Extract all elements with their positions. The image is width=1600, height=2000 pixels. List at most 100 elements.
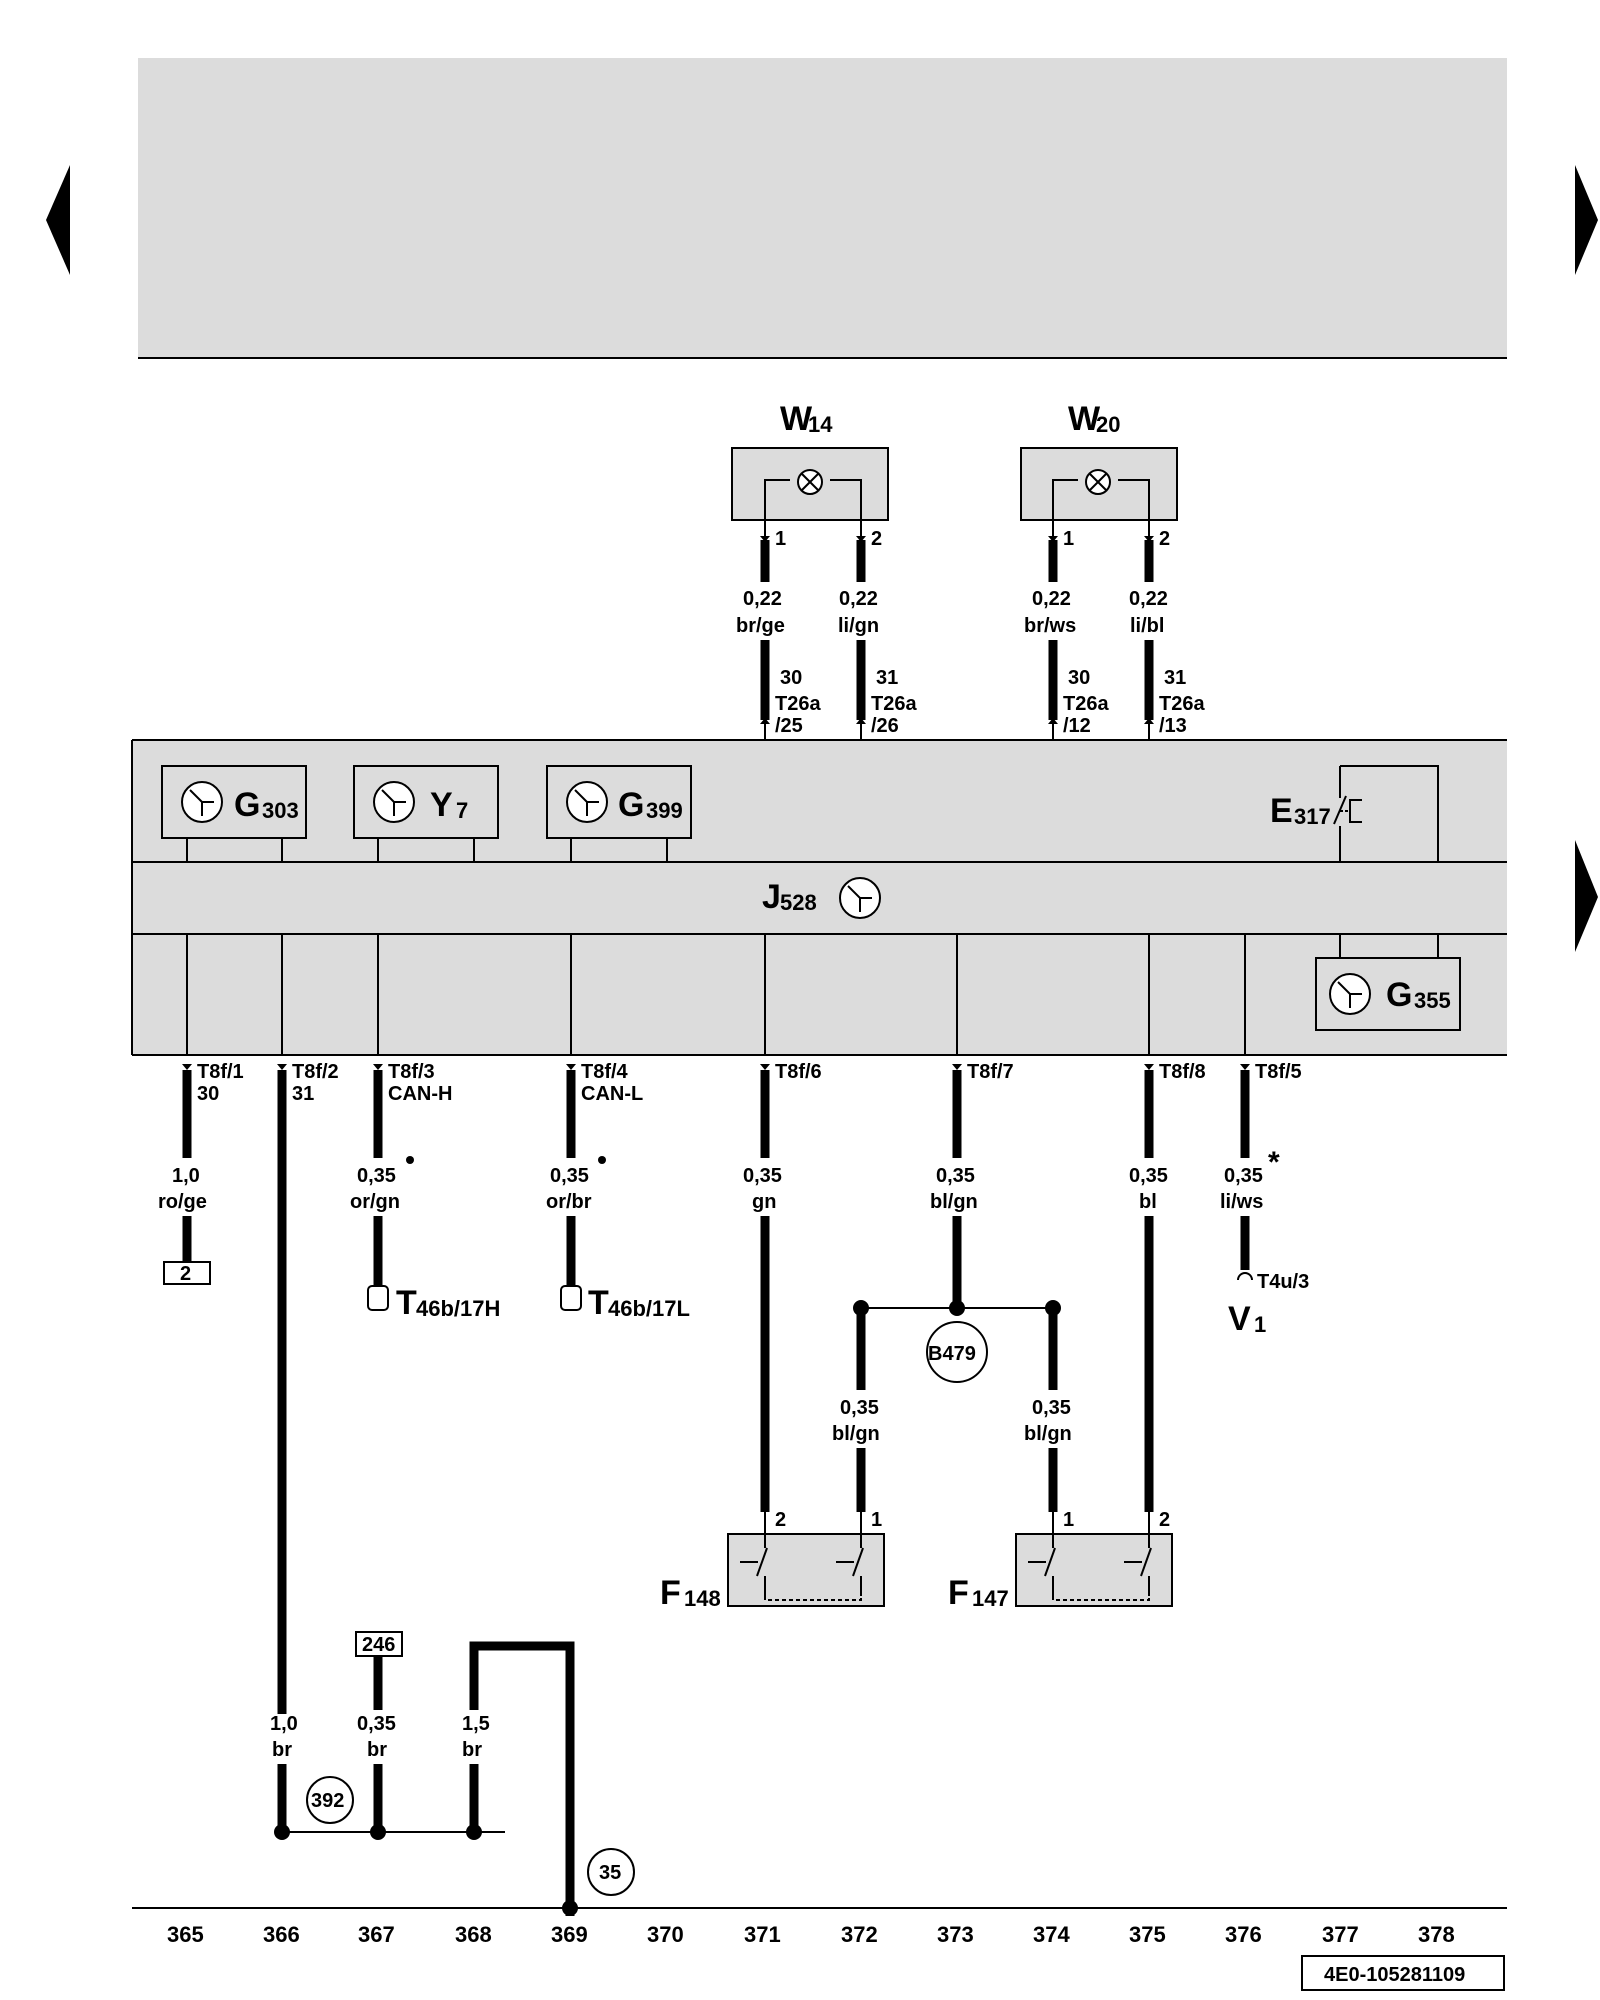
svg-text:1,5: 1,5	[462, 1713, 490, 1735]
svg-text:0,35: 0,35	[550, 1165, 589, 1187]
component-W20: W 20	[1020, 400, 1178, 521]
svg-text:0,22: 0,22	[1129, 588, 1168, 610]
svg-text:1: 1	[1063, 528, 1074, 550]
svg-text:1: 1	[775, 528, 786, 550]
switch-F148: 2 1 F 148	[660, 1509, 885, 1612]
f148-number: 148	[684, 1586, 721, 1611]
svg-text:0,35: 0,35	[743, 1165, 782, 1187]
svg-text:T8f/2: T8f/2	[292, 1061, 339, 1083]
svg-text:377: 377	[1322, 1922, 1359, 1947]
svg-text:367: 367	[358, 1922, 395, 1947]
svg-text:ro/ge: ro/ge	[158, 1191, 207, 1213]
svg-text:*: *	[1268, 1146, 1280, 1179]
svg-text:30: 30	[780, 667, 802, 689]
svg-text:T8f/5: T8f/5	[1255, 1061, 1302, 1083]
g399-number: 399	[646, 798, 683, 823]
triangle-right-icon[interactable]	[1575, 840, 1598, 952]
svg-text:1,0: 1,0	[172, 1165, 200, 1187]
svg-text:1,0: 1,0	[270, 1713, 298, 1735]
g355-letter: G	[1386, 976, 1412, 1014]
t46b-17l-number: 46b/17L	[608, 1296, 690, 1321]
svg-text:T8f/1: T8f/1	[197, 1061, 244, 1083]
w20-letter: W	[1068, 400, 1101, 438]
svg-text:br: br	[367, 1739, 387, 1761]
svg-text:gn: gn	[752, 1191, 776, 1213]
svg-text:or/gn: or/gn	[350, 1191, 400, 1213]
svg-text:1: 1	[871, 1509, 882, 1531]
svg-text:372: 372	[841, 1922, 878, 1947]
svg-text:br: br	[462, 1739, 482, 1761]
svg-text:0,35: 0,35	[840, 1397, 879, 1419]
svg-text:371: 371	[744, 1922, 781, 1947]
e317-letter: E	[1270, 792, 1293, 830]
svg-text:0,22: 0,22	[743, 588, 782, 610]
svg-text:369: 369	[551, 1922, 588, 1947]
svg-text:31: 31	[876, 667, 898, 689]
svg-text:2: 2	[1159, 528, 1170, 550]
svg-text:T26a: T26a	[1063, 693, 1109, 715]
door-switch-icon	[1028, 1534, 1152, 1601]
switch-F147: 1 2 F 147	[948, 1509, 1173, 1612]
svg-text:T26a: T26a	[1159, 693, 1205, 715]
t46b-17h-letter: T	[396, 1284, 417, 1322]
svg-text:/13: /13	[1159, 715, 1187, 737]
svg-text:bl/gn: bl/gn	[832, 1423, 880, 1445]
connector-icon	[367, 1285, 389, 1311]
f148-letter: F	[660, 1574, 681, 1612]
doc-id-box	[1301, 1955, 1505, 1991]
svg-text:or/br: or/br	[546, 1191, 592, 1213]
t46b-17h-number: 46b/17H	[416, 1296, 500, 1321]
svg-text:1: 1	[1063, 1509, 1074, 1531]
f147-number: 147	[972, 1586, 1009, 1611]
svg-text:T4u/3: T4u/3	[1257, 1271, 1309, 1293]
column-numbers: 365 366 367 368 369 370 371 372 373 374 …	[167, 1922, 1455, 1947]
w14-number: 14	[808, 412, 833, 437]
svg-text:0,35: 0,35	[357, 1713, 396, 1735]
svg-text:0,35: 0,35	[1224, 1165, 1263, 1187]
svg-text:375: 375	[1129, 1922, 1166, 1947]
svg-text:CAN-H: CAN-H	[388, 1083, 452, 1105]
svg-text:br/ws: br/ws	[1024, 615, 1076, 637]
svg-text:/12: /12	[1063, 715, 1091, 737]
svg-text:373: 373	[937, 1922, 974, 1947]
svg-text:T26a: T26a	[871, 693, 917, 715]
svg-text:T8f/7: T8f/7	[967, 1061, 1014, 1083]
svg-text:0,35: 0,35	[357, 1165, 396, 1187]
svg-text:T8f/3: T8f/3	[388, 1061, 435, 1083]
svg-text:T26a: T26a	[775, 693, 821, 715]
svg-text:T8f/4: T8f/4	[581, 1061, 629, 1083]
triangle-left-icon[interactable]	[46, 165, 70, 275]
svg-text:2: 2	[775, 1509, 786, 1531]
svg-text:bl/gn: bl/gn	[930, 1191, 978, 1213]
connector-icon	[560, 1285, 582, 1311]
component-W14: W 14	[731, 400, 889, 521]
svg-text:370: 370	[647, 1922, 684, 1947]
t46b-17l-letter: T	[588, 1284, 609, 1322]
svg-text:392: 392	[311, 1790, 344, 1812]
control-module-J528: J 528 G 303 Y 7 G 399 E	[131, 739, 1507, 1056]
svg-text:0,22: 0,22	[839, 588, 878, 610]
svg-text:31: 31	[292, 1083, 314, 1105]
svg-text:bl: bl	[1139, 1191, 1157, 1213]
ground-point-392	[306, 1776, 354, 1824]
svg-text:246: 246	[362, 1634, 395, 1656]
triangle-right-icon[interactable]	[1575, 165, 1598, 275]
svg-text:35: 35	[599, 1862, 621, 1884]
svg-text:365: 365	[167, 1922, 204, 1947]
ref-box-246	[355, 1631, 403, 1657]
svg-text:0,35: 0,35	[936, 1165, 975, 1187]
svg-text:374: 374	[1033, 1922, 1070, 1947]
f147-letter: F	[948, 1574, 969, 1612]
junction-B479: B479 0,35 bl/gn 0,35 bl/gn	[832, 1300, 1072, 1534]
j528-number: 528	[780, 890, 817, 915]
svg-text:li/ws: li/ws	[1220, 1191, 1263, 1213]
w14-letter: W	[780, 400, 813, 438]
pin-arrows	[182, 536, 1250, 1070]
svg-text:30: 30	[1068, 667, 1090, 689]
g303-letter: G	[234, 786, 260, 824]
svg-text:br: br	[272, 1739, 292, 1761]
ground-point-35	[587, 1848, 635, 1896]
e317-number: 317	[1294, 804, 1331, 829]
svg-text:li/gn: li/gn	[838, 615, 879, 637]
svg-text:31: 31	[1164, 667, 1186, 689]
